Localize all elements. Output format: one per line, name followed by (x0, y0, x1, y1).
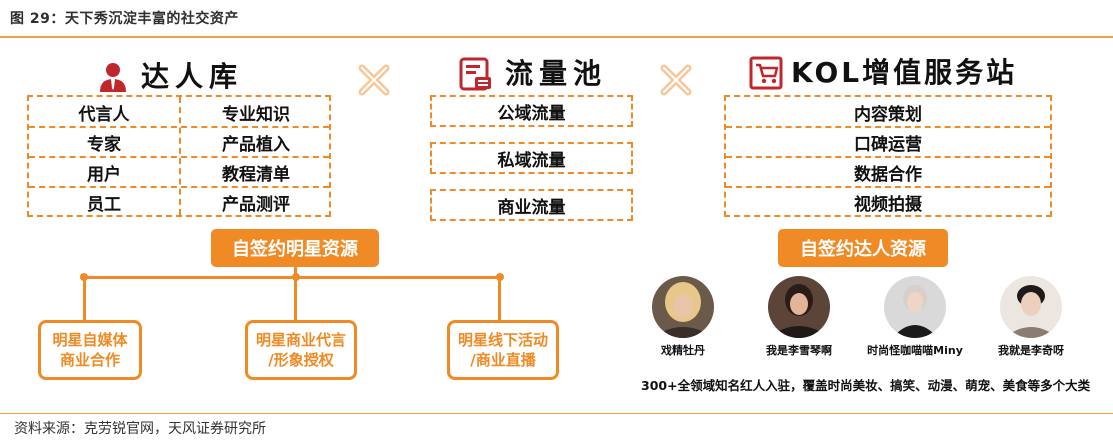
kol-station-title: KOL增值服务站 (791, 56, 1018, 89)
cross-icon (660, 64, 692, 96)
avatar (768, 276, 830, 338)
avatar (884, 276, 946, 338)
branch-line: 明星商业代言 (255, 331, 346, 349)
talent-pool-title: 达人库 (141, 60, 244, 93)
connector-dot (496, 273, 504, 281)
connector-dot (292, 273, 300, 281)
connector-branch (83, 276, 86, 321)
avatar (652, 276, 714, 338)
talent-cell: 员工 (87, 194, 121, 215)
branch-self-media: 明星自媒体 商业合作 (38, 320, 142, 380)
kol-service-item: 口碑运营 (854, 134, 922, 155)
connector-branch (294, 276, 297, 321)
influencer-name: 我就是李奇呀 (998, 344, 1064, 357)
traffic-item: 商业流量 (430, 189, 633, 221)
kol-service-item: 数据合作 (854, 164, 922, 185)
cross-icon (358, 64, 390, 96)
talent-pool-grid: 代言人 专业知识 专家 产品植入 用户 教程清单 员工 产品测评 (27, 95, 331, 217)
influencer-footnote: 300+全领域知名红人入驻，覆盖时尚美妆、搞笑、动漫、萌宠、美食等多个大类 (641, 378, 1091, 393)
branch-offline-events: 明星线下活动 /商业直播 (447, 320, 559, 380)
grid-row-divider (29, 186, 329, 188)
kol-service-item: 内容策划 (854, 104, 922, 125)
grid-row-divider (29, 156, 329, 158)
list-row-divider (726, 126, 1050, 128)
talent-pool-header: 达人库 (97, 60, 243, 94)
avatar (1000, 276, 1062, 338)
traffic-pool-header: 流量池 (459, 57, 607, 91)
figure-source: 资料来源：克劳锐官网，天风证券研究所 (14, 421, 266, 437)
list-row-divider (726, 186, 1050, 188)
traffic-pool-title: 流量池 (505, 57, 608, 90)
branch-line: 商业合作 (59, 351, 120, 369)
branch-line: 明星线下活动 (457, 331, 548, 349)
top-divider (0, 36, 1113, 38)
branch-endorsement: 明星商业代言 /形象授权 (245, 320, 357, 380)
branch-line: /形象授权 (268, 351, 334, 369)
document-icon (459, 57, 491, 91)
connector-stem (294, 267, 297, 278)
talent-cell: 用户 (87, 164, 121, 185)
talent-cell: 代言人 (78, 104, 130, 125)
influencer-resource-button: 自签约达人资源 (778, 229, 948, 267)
connector-branch (498, 276, 501, 321)
kol-service-list: 内容策划 口碑运营 数据合作 视频拍摄 (724, 95, 1052, 217)
influencer-name: 时尚怪咖喵喵Miny (867, 344, 963, 357)
traffic-item: 私域流量 (430, 142, 633, 174)
person-icon (100, 63, 126, 92)
grid-row-divider (29, 126, 329, 128)
connector-dot (80, 273, 88, 281)
talent-cell: 专业知识 (222, 104, 290, 125)
figure-title: 图 29：天下秀沉淀丰富的社交资产 (10, 11, 239, 27)
branch-line: 明星自媒体 (52, 331, 128, 349)
branch-line: /商业直播 (470, 351, 536, 369)
kol-station-header: KOL增值服务站 (749, 56, 1017, 90)
influencer-name: 戏精牡丹 (661, 344, 705, 357)
talent-cell: 教程清单 (222, 164, 290, 185)
traffic-item: 公域流量 (430, 95, 633, 127)
cart-icon (749, 56, 783, 90)
list-row-divider (726, 156, 1050, 158)
influencer-name: 我是李雪琴啊 (766, 344, 832, 357)
talent-cell: 产品测评 (222, 194, 290, 215)
star-resource-button: 自签约明星资源 (211, 229, 379, 267)
bottom-divider (0, 413, 1113, 414)
talent-cell: 产品植入 (222, 134, 290, 155)
kol-service-item: 视频拍摄 (854, 194, 922, 215)
talent-cell: 专家 (87, 134, 121, 155)
